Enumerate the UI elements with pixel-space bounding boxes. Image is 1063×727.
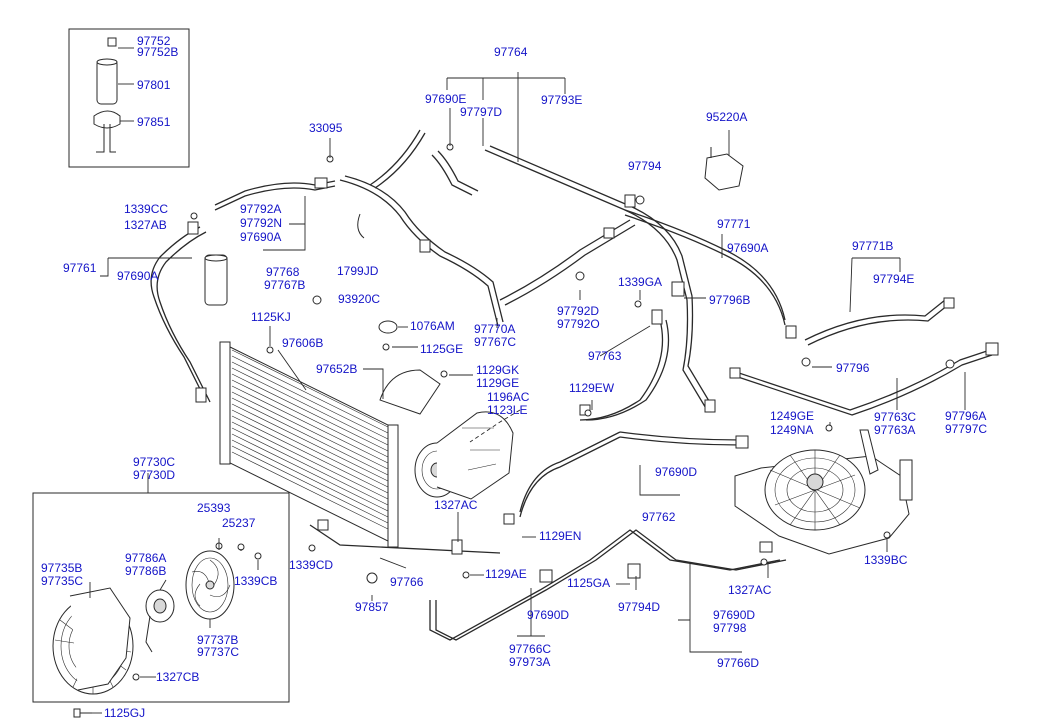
label-1339CC: 1339CC — [124, 202, 169, 216]
label-97794: 97794 — [628, 159, 662, 173]
label-1249GE: 1249GE — [770, 409, 815, 423]
label-97762: 97762 — [642, 510, 676, 524]
compressor — [379, 369, 514, 500]
condenser — [219, 341, 501, 554]
label-1129AE: 1129AE — [485, 567, 527, 581]
label-97792N: 97792N — [240, 216, 283, 230]
label-1327CB: 1327CB — [156, 670, 200, 684]
pipes — [150, 129, 993, 641]
label-97761: 97761 — [63, 261, 97, 275]
label-1799JD: 1799JD — [337, 264, 379, 278]
label-97730C: 97730C — [133, 455, 176, 469]
fan-shroud — [734, 424, 913, 555]
fittings — [187, 143, 999, 584]
label-97797D: 97797D — [460, 105, 503, 119]
label-1339CB: 1339CB — [234, 574, 278, 588]
label-1123LE: 1123LE — [487, 403, 528, 417]
label-1125GE: 1125GE — [420, 342, 464, 356]
label-93920C: 93920C — [338, 292, 381, 306]
label-97752: 97752 — [137, 34, 171, 48]
label-97767C: 97767C — [474, 335, 517, 349]
label-97771B: 97771B — [852, 239, 894, 253]
label-97796: 97796 — [836, 361, 870, 375]
label-1125KJ: 1125KJ — [251, 310, 291, 324]
label-1125GJ: 1125GJ — [104, 706, 146, 720]
label-97763A: 97763A — [874, 423, 916, 437]
label-1327AB: 1327AB — [124, 218, 167, 232]
label-1076AM: 1076AM — [410, 319, 455, 333]
label-97737B: 97737B — [197, 633, 239, 647]
label-1249NA: 1249NA — [770, 423, 814, 437]
label-97766C: 97766C — [509, 642, 552, 656]
label-97690D-b: 97690D — [527, 608, 570, 622]
label-97652B: 97652B — [316, 362, 358, 376]
label-97801: 97801 — [137, 78, 171, 92]
drier-detail-box — [68, 28, 190, 168]
label-97973A: 97973A — [509, 655, 551, 669]
label-97786A: 97786A — [125, 551, 167, 565]
label-97690A-a: 97690A — [240, 230, 282, 244]
label-97735B: 97735B — [41, 561, 83, 575]
label-1339BC: 1339BC — [864, 553, 908, 567]
leader-lines — [100, 72, 966, 653]
label-97796B: 97796B — [709, 293, 751, 307]
label-97690D-c: 97690D — [713, 608, 756, 622]
label-33095: 33095 — [309, 121, 343, 135]
label-1339CD: 1339CD — [289, 558, 334, 572]
label-1129EN: 1129EN — [539, 529, 582, 543]
label-97768: 97768 — [266, 265, 300, 279]
label-97690A-c: 97690A — [727, 241, 769, 255]
label-97730D: 97730D — [133, 468, 176, 482]
label-1327AC-a: 1327AC — [434, 498, 478, 512]
label-97851: 97851 — [137, 115, 171, 129]
label-97763: 97763 — [588, 349, 622, 363]
label-95220A: 95220A — [706, 110, 748, 124]
label-97792A: 97792A — [240, 202, 282, 216]
label-97767B: 97767B — [264, 278, 306, 292]
label-1327AC-b: 1327AC — [728, 583, 772, 597]
label-1129GE: 1129GE — [476, 376, 520, 390]
label-97770A: 97770A — [474, 322, 516, 336]
label-97752B: 97752B — [137, 45, 179, 59]
label-97797C: 97797C — [945, 422, 988, 436]
label-97606B: 97606B — [282, 336, 324, 350]
label-97796A: 97796A — [945, 409, 987, 423]
label-97857: 97857 — [355, 600, 389, 614]
label-25393: 25393 — [197, 501, 231, 515]
label-97786B: 97786B — [125, 564, 167, 578]
label-1129GK: 1129GK — [476, 363, 520, 377]
label-97794D: 97794D — [618, 600, 661, 614]
label-1196AC: 1196AC — [487, 390, 530, 404]
label-97690E: 97690E — [425, 92, 467, 106]
label-97737C: 97737C — [197, 645, 240, 659]
label-97690D-a: 97690D — [655, 465, 698, 479]
label-97735C: 97735C — [41, 574, 84, 588]
label-97766D: 97766D — [717, 656, 760, 670]
label-25237: 25237 — [222, 516, 256, 530]
label-97798: 97798 — [713, 621, 747, 635]
label-1125GA: 1125GA — [567, 576, 611, 590]
label-97690A-b: 97690A — [117, 269, 159, 283]
label-97764: 97764 — [494, 45, 528, 59]
label-97763C: 97763C — [874, 410, 917, 424]
label-97771: 97771 — [717, 217, 751, 231]
label-1129EW: 1129EW — [569, 381, 615, 395]
label-97792D: 97792D — [557, 304, 600, 318]
label-97792O: 97792O — [557, 317, 600, 331]
label-97766: 97766 — [390, 575, 424, 589]
label-1339GA: 1339GA — [618, 275, 663, 289]
relay — [704, 130, 744, 191]
label-97793E: 97793E — [541, 93, 583, 107]
fan-detail-box — [32, 492, 290, 718]
label-97794E: 97794E — [873, 272, 915, 286]
